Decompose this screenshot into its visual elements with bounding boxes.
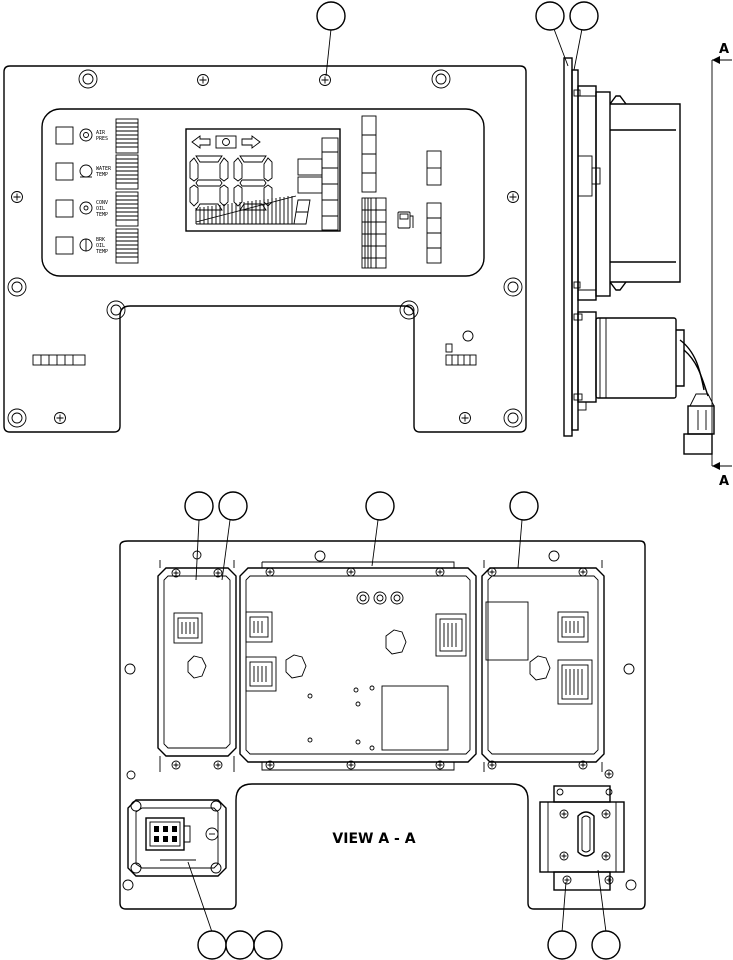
callout-bubble (547, 930, 577, 960)
gauge-brake-oil-temp: BRK OIL TEMP (55, 228, 139, 264)
callout-bubble (591, 930, 621, 960)
side-panel-view: A A (563, 42, 732, 489)
callout-bubble (225, 930, 255, 960)
callout-bubbles (184, 1, 621, 960)
section-label-bottom: A (719, 474, 729, 489)
gauge-label-line: CONV (96, 200, 108, 206)
section-line (711, 59, 732, 467)
gauge-air-pressure: AIR PRES (55, 118, 139, 154)
gauge-label-line: PRES (96, 136, 108, 142)
callout-bubble (365, 491, 395, 521)
left-controller-module (157, 560, 237, 772)
gauge-label-line: TEMP (96, 172, 108, 178)
rear-panel-holes (122, 550, 637, 891)
callout-bubble (569, 1, 599, 31)
callout-bubble (218, 491, 248, 521)
lower-indicator-strips (32, 343, 477, 366)
section-label-top: A (719, 42, 729, 57)
right-controller-module (481, 560, 614, 779)
indicator-stack (361, 115, 442, 269)
right-arrow-icon (241, 135, 261, 149)
callout-bubble (316, 1, 346, 31)
gauge-label-line: OIL (96, 206, 105, 212)
display-bezel (41, 108, 485, 277)
front-panel-view: AIR PRES WATER TEMP CONV OIL TEMP (3, 65, 527, 433)
rear-panel-outline (119, 540, 646, 910)
mounting-holes (7, 69, 523, 428)
seven-segment-digit (233, 155, 273, 211)
rear-panel-view: VIEW A - A (119, 540, 646, 910)
left-arrow-icon (191, 135, 211, 149)
gauge-label-line: OIL (96, 243, 105, 249)
callout-bubble (184, 491, 214, 521)
gauge-water-temp: WATER TEMP (55, 154, 139, 190)
callout-leaders (187, 28, 607, 933)
key-switch-bracket (539, 785, 625, 891)
gauge-label-line: WATER (96, 166, 112, 172)
gauge-label-line: TEMP (96, 212, 108, 218)
center-display-module (239, 561, 477, 771)
front-screws (11, 74, 519, 424)
gauge-label-line: BRK (96, 237, 105, 243)
fuel-gauge-icon (397, 211, 414, 229)
callout-bubble (253, 930, 283, 960)
view-title: VIEW A - A (332, 831, 415, 847)
callout-bubble (197, 930, 227, 960)
connector-block (127, 799, 227, 877)
front-panel-outline (3, 65, 527, 433)
callout-bubble (509, 491, 539, 521)
callout-bubble (535, 1, 565, 31)
gauge-label-line: AIR (96, 130, 106, 136)
gauge-converter-oil-temp: CONV OIL TEMP (55, 191, 139, 227)
seven-segment-digit (189, 155, 229, 211)
side-bolts (573, 89, 587, 411)
lcd-display (185, 128, 341, 232)
gauge-column: AIR PRES WATER TEMP CONV OIL TEMP (55, 118, 139, 264)
panel-edge (563, 57, 573, 437)
gauge-label-line: TEMP (96, 249, 108, 255)
